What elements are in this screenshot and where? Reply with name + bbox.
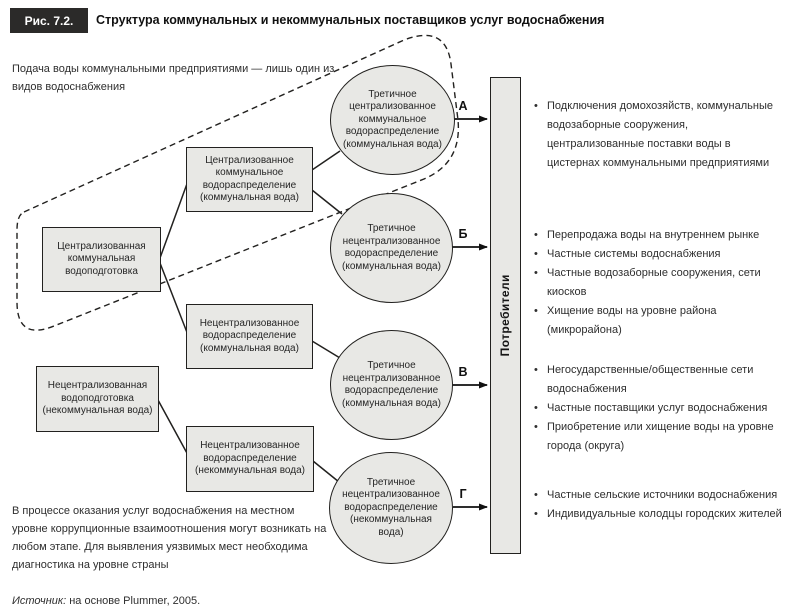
node-central-communal-treatment: Централизованная коммунальная водоподгот… <box>42 227 161 292</box>
bullet-icon: • <box>534 364 538 376</box>
list-item: • Частные водозаборные сооружения, сети … <box>534 264 786 302</box>
node-label: Третичное нецентрализованное водораспред… <box>342 360 441 409</box>
legend-item-text: Приобретение или хищение воды на уровне … <box>547 421 774 452</box>
legend-group-g: • Частные сельские источники водоснабжен… <box>534 486 786 524</box>
node-noncentral-distribution-noncommunal: Нецентрализованное водораспределение (не… <box>186 426 314 492</box>
bullet-icon: • <box>534 100 538 112</box>
bullet-icon: • <box>534 267 538 279</box>
connector-line <box>159 180 189 259</box>
node-label: Централизованная коммунальная водоподгот… <box>57 240 146 277</box>
legend-item-text: Частные системы водоснабжения <box>547 248 721 260</box>
node-label: Третичное нецентрализованное водораспред… <box>342 223 441 272</box>
bullet-icon: • <box>534 248 538 260</box>
node-noncentral-distribution-communal: Нецентрализованное водораспределение (ко… <box>186 304 313 369</box>
connector-line <box>311 340 341 359</box>
connector-line <box>311 150 341 171</box>
node-tertiary-noncentral-communal-2: Третичное нецентрализованное водораспред… <box>330 330 453 440</box>
list-item: • Негосударственные/общественные сети во… <box>534 361 786 399</box>
legend-item-text: Подключения домохозяйств, коммунальные в… <box>547 100 773 169</box>
legend-group-a: • Подключения домохозяйств, коммунальные… <box>534 97 786 173</box>
list-item: • Частные сельские источники водоснабжен… <box>534 486 786 505</box>
bullet-icon: • <box>534 489 538 501</box>
intro-annotation: Подача воды коммунальными предприятиями … <box>12 63 335 93</box>
legend-group-b: • Перепродажа воды на внутреннем рынке •… <box>534 226 786 340</box>
node-label: Нецентрализованная водоподготовка (неком… <box>42 380 153 417</box>
list-item: • Приобретение или хищение воды на уровн… <box>534 418 786 456</box>
node-label: Нецентрализованное водораспределение (ко… <box>199 317 300 354</box>
bullet-icon: • <box>534 508 538 520</box>
list-item: • Частные поставщики услуг водоснабжения <box>534 399 786 418</box>
source-text: на основе Plummer, 2005. <box>66 595 201 607</box>
arrow-label-v: В <box>458 365 468 379</box>
node-noncentral-treatment-noncommunal: Нецентрализованная водоподготовка (неком… <box>36 366 159 432</box>
node-label: Нецентрализованное водораспределение (не… <box>195 440 305 477</box>
legend-item-text: Частные водозаборные сооружения, сети ки… <box>547 267 761 298</box>
list-item: • Хищение воды на уровне района (микрора… <box>534 302 786 340</box>
node-tertiary-central-communal: Третичное централизованное коммунальное … <box>330 65 455 175</box>
legend-item-text: Частные поставщики услуг водоснабжения <box>547 402 768 414</box>
list-item: • Перепродажа воды на внутреннем рынке <box>534 226 786 245</box>
bullet-icon: • <box>534 305 538 317</box>
list-item: • Подключения домохозяйств, коммунальные… <box>534 97 786 173</box>
legend-item-text: Индивидуальные колодцы городских жителей <box>547 508 782 520</box>
node-tertiary-noncentral-noncommunal: Третичное нецентрализованное водораспред… <box>329 452 453 564</box>
connector-line <box>311 189 343 215</box>
source-line: Источник: на основе Plummer, 2005. <box>12 592 342 610</box>
arrow-label-a: А <box>458 99 468 113</box>
bullet-icon: • <box>534 229 538 241</box>
arrow-label-b: Б <box>458 227 468 241</box>
node-tertiary-noncentral-communal-1: Третичное нецентрализованное водораспред… <box>330 193 453 303</box>
legend-group-v: • Негосударственные/общественные сети во… <box>534 361 786 456</box>
legend-item-text: Перепродажа воды на внутреннем рынке <box>547 229 760 241</box>
list-item: • Частные системы водоснабжения <box>534 245 786 264</box>
legend-item-text: Хищение воды на уровне района (микрорайо… <box>547 305 717 336</box>
list-item: • Индивидуальные колодцы городских жител… <box>534 505 786 524</box>
connector-line <box>312 460 340 483</box>
consumers-label: Потребители <box>498 274 513 357</box>
legend-item-text: Частные сельские источники водоснабжения <box>547 489 778 501</box>
arrow-label-g: Г <box>459 487 467 501</box>
node-label: Третичное централизованное коммунальное … <box>343 88 442 150</box>
source-label: Источник: <box>12 595 67 607</box>
node-central-communal-distribution: Централизованное коммунальное водораспре… <box>186 147 313 212</box>
figure-title: Структура коммунальных и некоммунальных … <box>96 13 605 27</box>
bullet-icon: • <box>534 402 538 414</box>
node-label: Централизованное коммунальное водораспре… <box>200 154 299 204</box>
legend-item-text: Негосударственные/общественные сети водо… <box>547 364 754 395</box>
consumers-bar: Потребители <box>490 77 521 554</box>
figure-number-text: Рис. 7.2. <box>24 13 74 28</box>
figure-number-badge: Рис. 7.2. <box>10 8 88 33</box>
connector-line <box>159 262 189 336</box>
node-label: Третичное нецентрализованное водораспред… <box>342 476 440 538</box>
bullet-icon: • <box>534 421 538 433</box>
connector-line <box>157 399 189 456</box>
corruption-note: В процессе оказания услуг водоснабжения … <box>12 505 327 571</box>
